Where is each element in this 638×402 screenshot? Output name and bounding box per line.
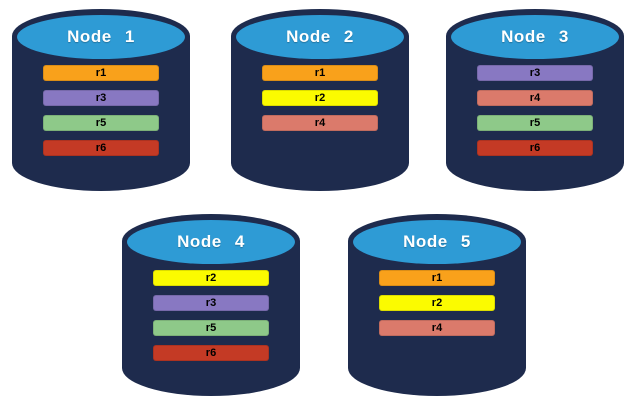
replica-bar-r3: r3: [477, 65, 593, 81]
replica-bar-r2: r2: [262, 90, 378, 106]
replica-bar-r4: r4: [379, 320, 495, 336]
replica-bar-r1: r1: [379, 270, 495, 286]
replica-bar-r3: r3: [153, 295, 269, 311]
replica-bar-r2: r2: [379, 295, 495, 311]
replica-bar-r4: r4: [477, 90, 593, 106]
replica-list: r1 r3 r5 r6: [43, 65, 159, 165]
replica-bar-r1: r1: [43, 65, 159, 81]
replica-bar-r6: r6: [43, 140, 159, 156]
replica-list: r1 r2 r4: [379, 270, 495, 345]
replica-bar-r3: r3: [43, 90, 159, 106]
replica-bar-r5: r5: [43, 115, 159, 131]
replica-bar-r1: r1: [262, 65, 378, 81]
node-label: Node 5: [403, 232, 471, 251]
node-label: Node 4: [177, 232, 245, 251]
replica-bar-r5: r5: [153, 320, 269, 336]
node-label: Node 1: [67, 27, 135, 46]
node-2-cylinder: Node 2 r1 r2 r4: [231, 8, 409, 192]
node-1-cylinder: Node 1 r1 r3 r5 r6: [12, 8, 190, 192]
node-label: Node 3: [501, 27, 569, 46]
replica-bar-r6: r6: [153, 345, 269, 361]
replica-bar-r2: r2: [153, 270, 269, 286]
node-4-cylinder: Node 4 r2 r3 r5 r6: [122, 213, 300, 397]
node-label: Node 2: [286, 27, 354, 46]
node-3-cylinder: Node 3 r3 r4 r5 r6: [446, 8, 624, 192]
replica-bar-r5: r5: [477, 115, 593, 131]
replica-list: r2 r3 r5 r6: [153, 270, 269, 370]
replica-bar-r4: r4: [262, 115, 378, 131]
node-5-cylinder: Node 5 r1 r2 r4: [348, 213, 526, 397]
replica-list: r3 r4 r5 r6: [477, 65, 593, 165]
replica-list: r1 r2 r4: [262, 65, 378, 140]
replica-bar-r6: r6: [477, 140, 593, 156]
